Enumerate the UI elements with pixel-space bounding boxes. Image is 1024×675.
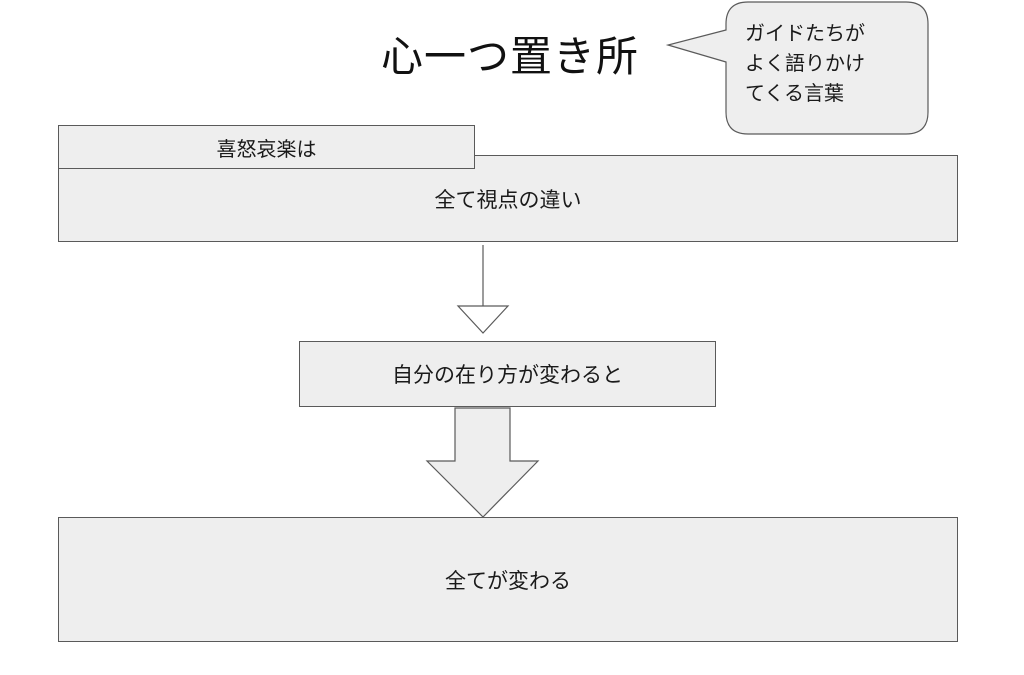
diagram-title: 心一つ置き所 bbox=[380, 32, 639, 81]
box-all-perspective: 全て視点の違い bbox=[58, 155, 958, 242]
box2-text: 自分の在り方が変わると bbox=[392, 363, 623, 387]
tab-text: 喜怒哀楽は bbox=[216, 136, 317, 161]
callout-bubble bbox=[665, 1, 929, 135]
thin-arrow-head bbox=[456, 305, 510, 334]
tab-emotions: 喜怒哀楽は bbox=[58, 125, 475, 169]
box-self-change: 自分の在り方が変わると bbox=[299, 341, 716, 407]
box1-text: 全て視点の違い bbox=[434, 187, 582, 212]
callout-line: てくる言葉 bbox=[745, 81, 844, 105]
callout-text: ガイドたちが よく語りかけ てくる言葉 bbox=[735, 18, 920, 130]
box-all-change: 全てが変わる bbox=[58, 517, 958, 642]
callout-line: ガイドたちが bbox=[745, 21, 865, 45]
box3-text: 全てが変わる bbox=[445, 568, 571, 593]
block-arrow bbox=[425, 407, 540, 518]
callout-line: よく語りかけ bbox=[745, 51, 865, 75]
